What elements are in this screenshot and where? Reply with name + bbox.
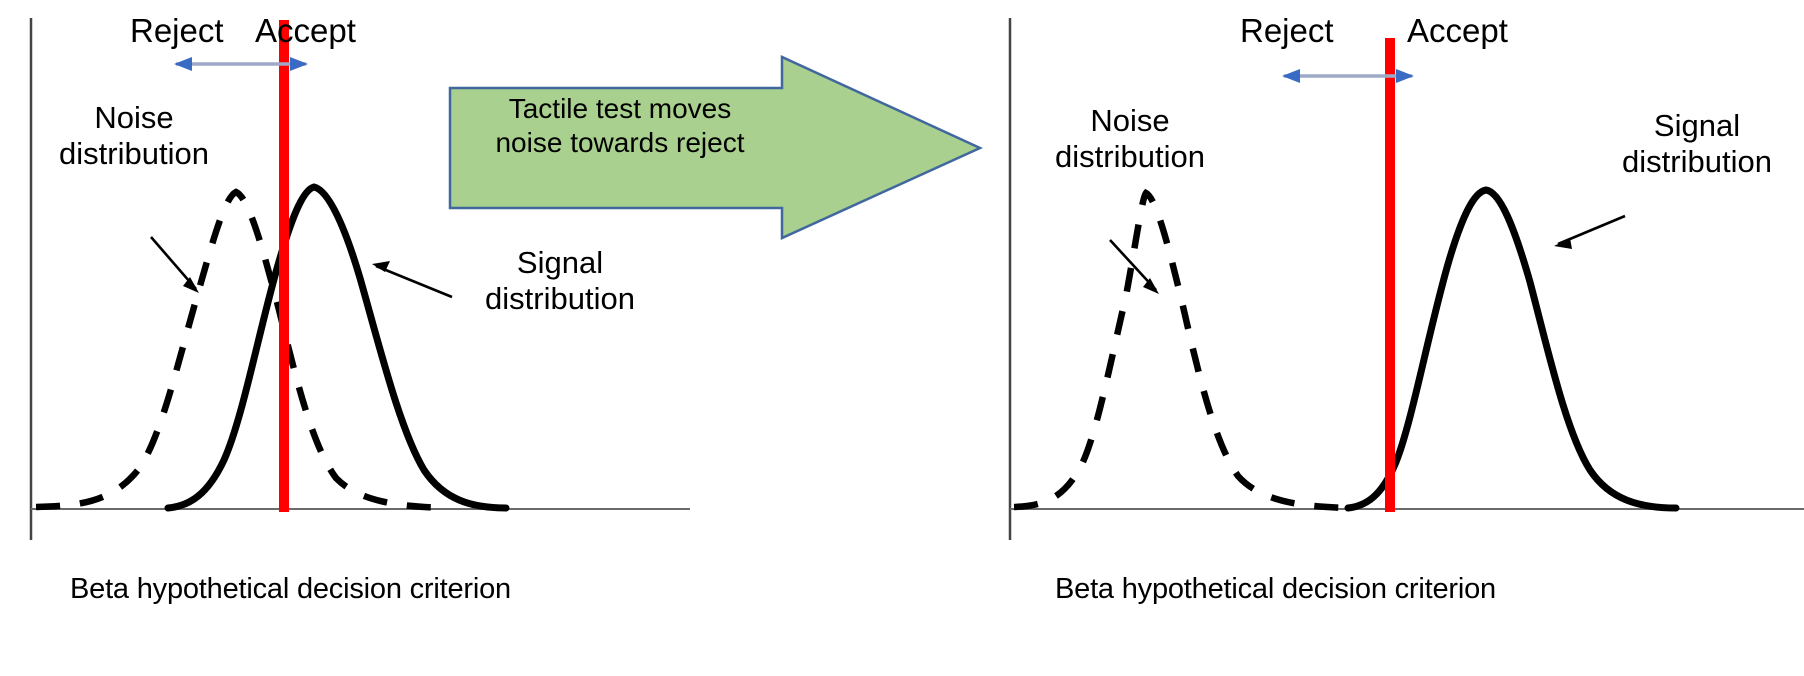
- right-range-arrow-left-head: [1282, 69, 1300, 83]
- left-range-arrow-left-head: [174, 57, 192, 71]
- green-block-arrow-shape: [448, 55, 984, 240]
- left-panel-caption: Beta hypothetical decision criterion: [70, 573, 511, 605]
- right-reject-label: Reject: [1240, 12, 1334, 49]
- left-reject-label: Reject: [130, 12, 224, 49]
- right-noise-curve: [1013, 188, 1353, 512]
- right-noise-label-line2: distribution: [1055, 138, 1205, 174]
- left-noise-distribution-label: Noise distribution: [34, 100, 234, 171]
- right-signal-label-line2: distribution: [1622, 143, 1772, 179]
- right-signal-curve: [1344, 186, 1680, 512]
- right-signal-pointer-head: [1554, 238, 1572, 249]
- left-signal-pointer-head: [372, 261, 390, 272]
- right-range-arrow-right-head: [1396, 69, 1414, 83]
- left-panel-group: [29, 18, 690, 540]
- callout-text-line2: noise towards reject: [495, 126, 745, 158]
- right-accept-label: Accept: [1407, 12, 1508, 49]
- callout-text: Tactile test moves noise towards reject: [455, 92, 785, 159]
- left-noise-label-line2: distribution: [59, 135, 209, 171]
- right-panel-caption: Beta hypothetical decision criterion: [1055, 573, 1496, 605]
- right-panel-group: [1008, 18, 1804, 540]
- callout-arrow-group: [448, 55, 984, 240]
- left-signal-curve: [164, 183, 510, 512]
- right-signal-label-line1: Signal: [1653, 108, 1741, 143]
- left-noise-curve: [35, 188, 451, 512]
- left-accept-label: Accept: [255, 12, 356, 49]
- right-signal-distribution-label: Signal distribution: [1597, 108, 1797, 179]
- left-signal-distribution-label: Signal distribution: [460, 245, 660, 316]
- right-noise-pointer-head: [1143, 278, 1159, 294]
- right-criterion-line: [1385, 38, 1395, 512]
- left-range-arrow-right-head: [290, 57, 308, 71]
- left-criterion-line: [279, 20, 289, 512]
- left-signal-label-line1: Signal: [516, 245, 604, 280]
- callout-text-line1: Tactile test moves: [508, 93, 732, 124]
- left-noise-pointer-head: [183, 277, 199, 293]
- left-signal-label-line2: distribution: [485, 280, 635, 316]
- left-noise-label-line1: Noise: [94, 100, 174, 135]
- right-noise-label-line1: Noise: [1090, 103, 1170, 138]
- left-signal-pointer-line: [375, 264, 453, 299]
- right-noise-distribution-label: Noise distribution: [1030, 103, 1230, 174]
